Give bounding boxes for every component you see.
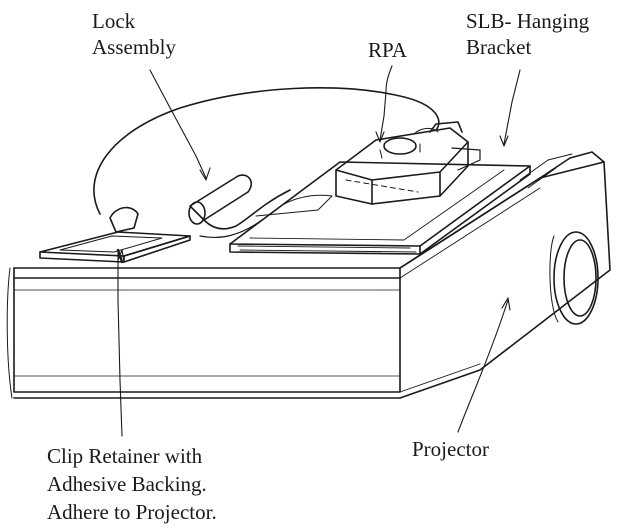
slb-label-line-2: Bracket: [466, 35, 532, 59]
lock-assembly-label-line-1: Lock: [92, 9, 136, 33]
rpa-block: [335, 121, 481, 205]
lanyard-loop: [93, 87, 440, 215]
lock-assembly-label-line-2: Assembly: [92, 35, 176, 59]
clip-retainer-label: Clip Retainer with Adhesive Backing. Adh…: [47, 442, 217, 526]
rpa-label-text: RPA: [368, 38, 407, 62]
projector-lens: [549, 231, 599, 325]
projector-label: Projector: [412, 436, 489, 462]
slb-hanging-bracket-label: SLB- Hanging Bracket: [466, 8, 589, 60]
slb-hanging-bracket: [229, 161, 531, 255]
clip-label-line-2: Adhesive Backing.: [47, 472, 207, 496]
projector-body: [6, 151, 611, 399]
clip-label-line-3: Adhere to Projector.: [47, 500, 217, 524]
lock-assembly: [109, 174, 291, 239]
clip-label-line-1: Clip Retainer with: [47, 444, 203, 468]
slb-label-line-1: SLB- Hanging: [466, 9, 590, 33]
clip-retainer-plate: [39, 231, 191, 264]
lock-assembly-label: Lock Assembly: [92, 8, 176, 60]
projector-label-text: Projector: [412, 437, 489, 461]
rpa-label: RPA: [368, 37, 407, 63]
leader-lines: [117, 65, 521, 437]
